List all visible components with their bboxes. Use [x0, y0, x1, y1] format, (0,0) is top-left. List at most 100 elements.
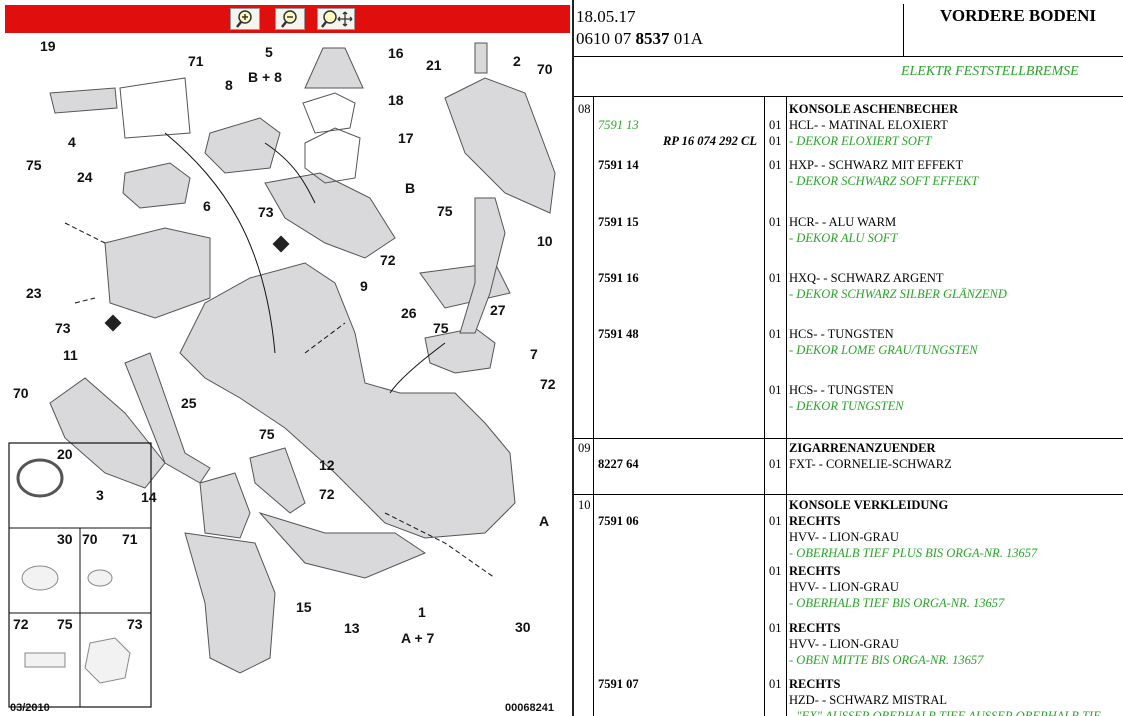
part-qty: 01: [769, 383, 782, 397]
center-console-part: [179, 262, 516, 539]
callout-72-c: 72: [319, 486, 335, 502]
part-ref[interactable]: 7591 15: [598, 215, 639, 229]
callout-5: 5: [265, 44, 273, 60]
group-line-top: [574, 96, 1123, 97]
diagram-date-code: 03/2010: [10, 702, 50, 714]
callout-20: 20: [57, 446, 73, 462]
part-desc: FXT- - CORNELIE-SCHWARZ: [789, 457, 952, 471]
group-number-08: 08: [578, 102, 591, 116]
part-desc: HCL- - MATINAL ELOXIERT: [789, 118, 948, 132]
group-title-09: ZIGARRENANZUENDER: [789, 441, 936, 455]
part-desc: HCS- - TUNGSTEN: [789, 383, 894, 397]
screw-70-71-part: [87, 569, 113, 587]
callout-71-a: 71: [188, 53, 204, 69]
part-desc: - OBERHALB TIEF PLUS BIS ORGA-NR. 13657: [789, 546, 1038, 560]
part-desc: HCR- - ALU WARM: [789, 215, 897, 229]
callout-A: A: [539, 513, 550, 529]
part-desc: HCS- - TUNGSTEN: [789, 327, 894, 341]
callout-30-b: 30: [515, 619, 531, 635]
callout-6: 6: [203, 198, 211, 214]
zoom-in-button[interactable]: [230, 8, 260, 30]
header-subtitle: ELEKTR FESTSTELLBREMSE: [901, 64, 1079, 79]
callout-75-b: 75: [437, 203, 453, 219]
part-desc: RECHTS: [789, 564, 841, 578]
part-qty: 01: [769, 457, 782, 471]
nut-73-part: [84, 637, 131, 684]
zoom-pan-icon: [321, 10, 353, 28]
part-desc: RECHTS: [789, 621, 841, 635]
part-desc: RECHTS: [789, 677, 841, 691]
ashtray-part: [49, 87, 118, 114]
part-qty: 01: [769, 271, 782, 285]
group-number-09: 09: [578, 441, 591, 455]
zoom-in-icon: [236, 10, 252, 28]
callout-10: 10: [537, 233, 553, 249]
header-date: 18.05.17: [576, 7, 636, 26]
callout-23: 23: [26, 285, 42, 301]
part-ref[interactable]: 7591 06: [598, 514, 639, 528]
exploded-parts-diagram: [8, 42, 556, 708]
callout-7: 7: [530, 346, 538, 362]
callout-71-b: 71: [122, 531, 138, 547]
callout-1: 1: [418, 604, 426, 620]
bezel-part: [302, 92, 356, 134]
zoom-out-button[interactable]: [275, 8, 305, 30]
part-desc: HXP- - SCHWARZ MIT EFFEKT: [789, 158, 964, 172]
cup-holder-21-part: [474, 42, 488, 74]
callout-73-a: 73: [258, 204, 274, 220]
col-line-1: [593, 97, 594, 716]
part-ref[interactable]: 7591 13: [598, 118, 639, 132]
part-desc: HXQ- - SCHWARZ ARGENT: [789, 271, 944, 285]
clip-73-a-marker: [272, 235, 290, 253]
gear-boot-part: [304, 47, 364, 89]
part-qty: 01: [769, 118, 782, 132]
part-desc: - DEKOR TUNGSTEN: [789, 399, 904, 413]
armrest-part: [204, 117, 281, 174]
part-ref[interactable]: 8227 64: [598, 457, 639, 471]
group-title-10: KONSOLE VERKLEIDUNG: [789, 498, 949, 512]
part-desc: RECHTS: [789, 514, 841, 528]
part-ref[interactable]: 7591 16: [598, 271, 639, 285]
panel-divider: [572, 0, 574, 716]
callout-72-d: 72: [13, 616, 29, 632]
part-qty: 01: [769, 215, 782, 229]
callout-5-subtitle: B + 8: [248, 69, 282, 85]
part-qty: 01: [769, 327, 782, 341]
part-desc: - DEKOR LOME GRAU/TUNGSTEN: [789, 343, 978, 357]
callout-75-d: 75: [259, 426, 275, 442]
part-desc: - DEKOR SCHWARZ SILBER GLÄNZEND: [789, 287, 1007, 301]
trim-strip-10-part: [459, 197, 506, 334]
part-ref[interactable]: RP 16 074 292 CL: [663, 134, 757, 148]
callout-12: 12: [319, 457, 335, 473]
callout-16: 16: [388, 45, 404, 61]
callout-17: 17: [398, 130, 414, 146]
callout-3: 3: [96, 487, 104, 503]
callout-13: 13: [344, 620, 360, 636]
callout-27: 27: [490, 302, 506, 318]
clip-73-b-marker: [104, 314, 122, 332]
part-desc: - OBERHALB TIEF BIS ORGA-NR. 13657: [789, 596, 1005, 610]
part-ref[interactable]: 7591 14: [598, 158, 639, 172]
callout-72-a: 72: [380, 252, 396, 268]
callout-11: 11: [63, 347, 78, 363]
part-qty: 01: [769, 514, 782, 528]
storage-box-part: [122, 162, 191, 209]
group-number-10: 10: [578, 498, 591, 512]
header-code: 0610 07 8537 01A: [576, 29, 704, 48]
part-qty: 01: [769, 158, 782, 172]
part-desc: HVV- - LION-GRAU: [789, 530, 899, 544]
left-side-panel-part: [49, 377, 166, 489]
group-line-09: [574, 438, 1123, 439]
zoom-toolbar: [5, 5, 570, 33]
floor-duct-part: [258, 511, 427, 579]
part-ref[interactable]: 7591 48: [598, 327, 639, 341]
callout-73-c: 73: [127, 616, 143, 632]
callout-19: 19: [40, 38, 56, 54]
callout-70-b: 70: [13, 385, 29, 401]
callout-25: 25: [181, 395, 197, 411]
part-ref[interactable]: 7591 07: [598, 677, 639, 691]
zoom-pan-button[interactable]: [317, 8, 355, 30]
callout-70-a: 70: [537, 61, 553, 77]
callout-1-subtitle: A + 7: [401, 630, 435, 646]
part-qty: 01: [769, 621, 782, 635]
